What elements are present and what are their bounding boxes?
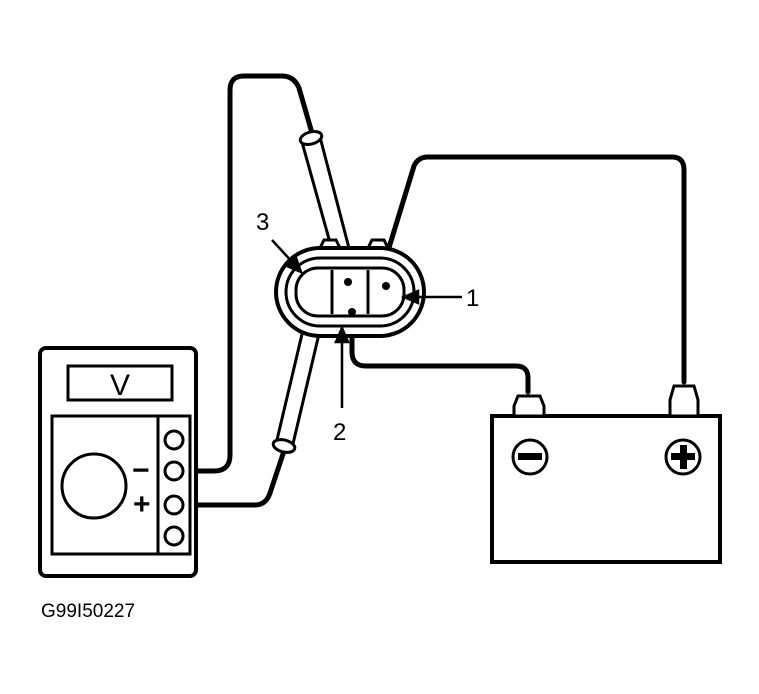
battery-positive-post	[668, 384, 700, 418]
voltmeter-dial	[60, 452, 128, 520]
negative-lead-wire	[173, 73, 315, 474]
terminal1-to-battery-positive-wire	[381, 154, 687, 385]
minus-sign: −	[132, 454, 150, 487]
callout-arrows	[271, 239, 462, 408]
terminal-3-pin	[344, 278, 352, 286]
positive-lead-wire	[173, 445, 288, 508]
voltmeter-jack-4	[163, 525, 185, 547]
voltmeter-jack-1	[163, 429, 185, 451]
terminal-1-pin	[382, 282, 390, 290]
battery-case	[490, 414, 722, 564]
voltmeter-display-text: V	[110, 369, 130, 402]
wires	[173, 73, 687, 508]
voltmeter: V − +	[38, 346, 198, 578]
battery-negative-post	[512, 394, 546, 418]
callout-2-label: 2	[333, 419, 346, 446]
lower-probe-body	[274, 328, 321, 450]
connector-terminal-housing	[294, 266, 406, 318]
voltmeter-jack-positive	[163, 494, 185, 516]
voltmeter-jack-negative	[163, 460, 185, 482]
voltmeter-display	[66, 364, 174, 402]
callout-3-label: 3	[256, 209, 269, 236]
battery-negative-symbol	[511, 438, 549, 476]
callout-1-label: 1	[466, 285, 479, 312]
battery	[490, 384, 722, 564]
terminal2-to-battery-negative-wire	[349, 321, 531, 395]
terminal-2-pin	[348, 308, 356, 316]
plus-sign: +	[133, 488, 151, 521]
figure-id: G99I50227	[41, 601, 135, 622]
connector	[274, 238, 426, 338]
battery-positive-symbol	[664, 438, 702, 476]
